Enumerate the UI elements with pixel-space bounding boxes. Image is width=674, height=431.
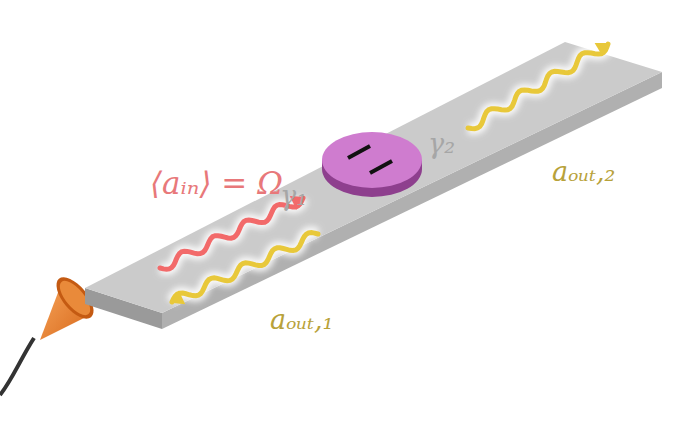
reflected-wave [170,233,318,305]
emitter-bar [348,146,370,158]
waveguide-slab [85,42,662,313]
slab-side [162,72,662,329]
cable [0,338,34,395]
decay-rate-label: γ₂ [428,130,455,157]
drive-label: ⟨aᵢₙ⟩ = Ω [150,168,283,199]
output-label: aₒᵤₜ,₁ [270,306,333,333]
emitter-disk [322,132,422,188]
transmitted-wave [468,43,610,129]
emitter-bar [370,161,392,173]
decay-rate-label: γ₁ [280,182,307,209]
output-label: aₒᵤₜ,₂ [552,158,615,185]
